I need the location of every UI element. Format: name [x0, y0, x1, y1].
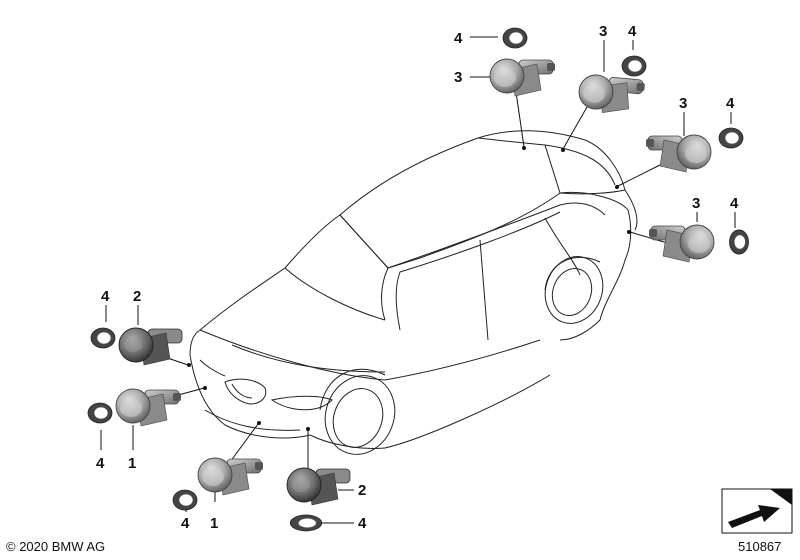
callout-number: 4 — [726, 95, 735, 112]
parking-sensor-icon — [645, 134, 712, 173]
diagram-id: 510867 — [738, 539, 782, 554]
callout-number: 2 — [133, 288, 141, 305]
callouts: 4 3 3 4 3 4 3 4 4 2 4 1 4 1 2 4 — [96, 23, 739, 532]
copyright-text: © 2020 BMW AG — [6, 539, 106, 554]
sensor-ring-icon — [621, 55, 647, 77]
callout-number: 4 — [96, 455, 105, 472]
page-turn-icon[interactable] — [721, 488, 793, 534]
callout-number: 1 — [128, 455, 136, 472]
parking-sensor-icon — [286, 467, 351, 506]
callout-number: 4 — [181, 515, 190, 532]
callout-number: 3 — [599, 23, 607, 40]
sensor-ring-icon — [728, 229, 750, 255]
callout-number: 2 — [358, 482, 366, 499]
sensor-ring-icon — [172, 489, 198, 511]
sensor-ring-icon — [90, 327, 116, 349]
sensor-ring-icon — [289, 514, 323, 532]
callout-number: 4 — [730, 195, 739, 212]
callout-number: 4 — [358, 515, 367, 532]
callout-number: 4 — [101, 288, 110, 305]
sensor-ring-icon — [87, 402, 113, 424]
parking-sensor-icon — [648, 224, 715, 263]
callout-number: 4 — [628, 23, 637, 40]
parking-sensor-icon — [197, 457, 264, 496]
sensor-ring-top-left — [502, 27, 528, 49]
parking-sensor-icon — [489, 58, 556, 97]
callout-number: 1 — [210, 515, 218, 532]
callout-number: 3 — [454, 69, 462, 86]
parking-sensor-icon — [576, 73, 646, 117]
parking-sensor-icon — [115, 388, 182, 427]
sensor-ring-icon — [718, 127, 744, 149]
car-outline — [189, 130, 638, 455]
leader-lines — [100, 36, 736, 524]
callout-number: 4 — [454, 30, 463, 47]
callout-number: 3 — [692, 195, 700, 212]
callout-number: 3 — [679, 95, 687, 112]
